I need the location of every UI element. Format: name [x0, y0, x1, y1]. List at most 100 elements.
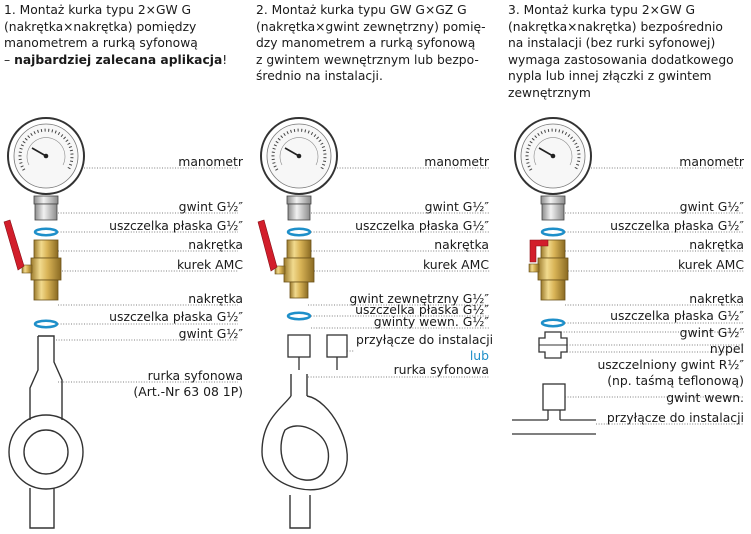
label-thread-g12: gwint G½″: [424, 199, 489, 214]
column-1-heading: 1. Montaż kurka typu 2×GW G (nakrętka×na…: [4, 2, 227, 68]
gauge-thread-icon: [287, 203, 311, 221]
valve-handle-icon: [529, 239, 549, 263]
heading-line: wymaga zastosowania dodatkowego: [508, 52, 734, 67]
label-or: lub: [469, 348, 489, 363]
siphon-tube-icon: [29, 335, 63, 420]
siphon-outlet-icon: [29, 488, 55, 529]
manometer-icon: [259, 116, 339, 196]
label-flat-gasket: uszczelka płaska G½″: [610, 218, 744, 233]
heading-line: (nakrętka×nakrętka) bezpośrednio: [508, 19, 723, 34]
label-male-thread: gwint zewnętrzny G½″: [349, 291, 489, 306]
label-flat-gasket: uszczelka płaska G½″: [355, 302, 489, 317]
heading-line: (nakrętka×gwint zewnętrzny) pomię-: [256, 19, 486, 34]
valve-handle-icon: [3, 219, 25, 271]
label-thread-g12: gwint G½″: [178, 199, 243, 214]
ball-valve-icon: [283, 257, 315, 283]
heading-emphasis-line: – najbardziej zalecana aplikacja!: [4, 52, 227, 69]
installation-fitting-icon: [287, 334, 311, 358]
column-2-heading: 2. Montaż kurka typu GW G×GZ G (nakrętka…: [256, 2, 486, 85]
leader-lines: [56, 167, 744, 425]
diagram-column-2: [257, 116, 348, 529]
valve-stem-icon: [21, 264, 33, 274]
label-teflon-tape-note: (np. taśmą teflonową): [607, 373, 744, 388]
flat-gasket-icon: [33, 319, 59, 329]
label-installation-connection: przyłącze do instalacji: [356, 332, 494, 347]
gauge-stem-icon: [33, 195, 59, 205]
manometer-icon: [513, 116, 593, 196]
siphon-loop-inner-icon: [280, 425, 330, 481]
siphon-loop-icon: [8, 414, 84, 490]
ball-valve-icon: [537, 257, 569, 281]
label-nipple: nypel: [709, 341, 744, 356]
label-siphon-tube: rurka syfonowa: [147, 368, 243, 383]
label-female-thread: gwint wewn.: [666, 390, 744, 405]
siphon-outlet-icon: [289, 495, 311, 529]
heading-line: nypla lub innej złączki z gwintem: [508, 69, 712, 83]
diagram-column-3: [512, 116, 596, 435]
label-ball-valve: kurek AMC: [422, 257, 489, 272]
label-ball-valve: kurek AMC: [176, 257, 243, 272]
column-3-heading: 3. Montaż kurka typu 2×GW G (nakrętka×na…: [508, 2, 734, 101]
nut-icon: [33, 239, 59, 259]
flat-gasket-icon: [33, 227, 59, 237]
label-female-threads: gwinty wewn. G½″: [373, 314, 489, 329]
label-nut: nakrętka: [188, 291, 243, 306]
siphon-loop-icon: [261, 395, 348, 491]
valve-handle-icon: [257, 219, 278, 272]
label-flat-gasket: uszczelka płaska G½″: [355, 218, 489, 233]
label-nut: nakrętka: [689, 291, 744, 306]
label-manometer: manometr: [178, 154, 243, 169]
label-flat-gasket: uszczelka płaska G½″: [610, 308, 744, 323]
flat-gasket-icon: [286, 227, 312, 237]
label-nut: nakrętka: [689, 237, 744, 252]
heading-line: zewnętrznym: [508, 85, 591, 100]
nut-icon: [540, 279, 566, 301]
heading-line: manometrem a rurką syfonową: [4, 36, 198, 50]
gauge-thread-icon: [541, 203, 565, 221]
nut-icon: [33, 279, 59, 301]
label-thread-g12: gwint G½″: [178, 326, 243, 341]
ball-valve-icon: [30, 257, 62, 281]
diagram-column-1: [3, 116, 86, 529]
label-flat-gasket: uszczelka płaska G½″: [109, 218, 243, 233]
siphon-loop-inner-icon: [23, 429, 69, 475]
valve-stem-icon: [274, 265, 286, 275]
heading-line: średnio na instalacji.: [256, 69, 383, 83]
flat-gasket-icon: [540, 227, 566, 237]
heading-exclamation: !: [222, 52, 228, 67]
label-manometer: manometr: [679, 154, 744, 169]
male-thread-icon: [289, 281, 309, 299]
gauge-stem-icon: [286, 195, 312, 205]
installation-fitting-icon: [326, 334, 348, 358]
gauge-thread-icon: [34, 203, 58, 221]
label-manometer: manometr: [424, 154, 489, 169]
siphon-tube-icon: [290, 374, 308, 396]
nut-icon: [286, 239, 312, 259]
flat-gasket-icon: [286, 311, 312, 321]
label-nut: nakrętka: [188, 237, 243, 252]
label-sealed-thread: uszczelniony gwint R½″: [597, 357, 744, 372]
label-siphon-tube: rurka syfonowa: [393, 362, 489, 377]
manometer-icon: [6, 116, 86, 196]
label-nut: nakrętka: [434, 237, 489, 252]
heading-line: 3. Montaż kurka typu 2×GW G: [508, 3, 696, 17]
label-ball-valve: kurek AMC: [677, 257, 744, 272]
heading-emphasis: najbardziej zalecana aplikacja: [14, 52, 223, 67]
heading-line: 1. Montaż kurka typu 2×GW G: [4, 3, 192, 17]
female-thread-fitting-icon: [542, 383, 566, 411]
flat-gasket-icon: [540, 318, 566, 328]
label-thread-g12: gwint G½″: [679, 325, 744, 340]
heading-line: dzy manometrem a rurką syfonową: [256, 36, 476, 50]
label-thread-g12: gwint G½″: [679, 199, 744, 214]
gauge-stem-icon: [540, 195, 566, 205]
heading-line: z gwintem wewnętrznym lub bezpo-: [256, 52, 479, 67]
valve-stem-icon: [528, 263, 540, 273]
label-flat-gasket: uszczelka płaska G½″: [109, 309, 243, 324]
label-installation-connection: przyłącze do instalacji: [606, 410, 744, 425]
label-article-number: (Art.-Nr 63 08 1P): [133, 384, 243, 399]
heading-line: 2. Montaż kurka typu GW G×GZ G: [256, 3, 467, 17]
heading-line: (nakrętka×nakrętka) pomiędzy: [4, 19, 197, 34]
heading-line: na instalacji (bez rurki syfonowej): [508, 36, 716, 50]
heading-dash: –: [4, 52, 15, 67]
